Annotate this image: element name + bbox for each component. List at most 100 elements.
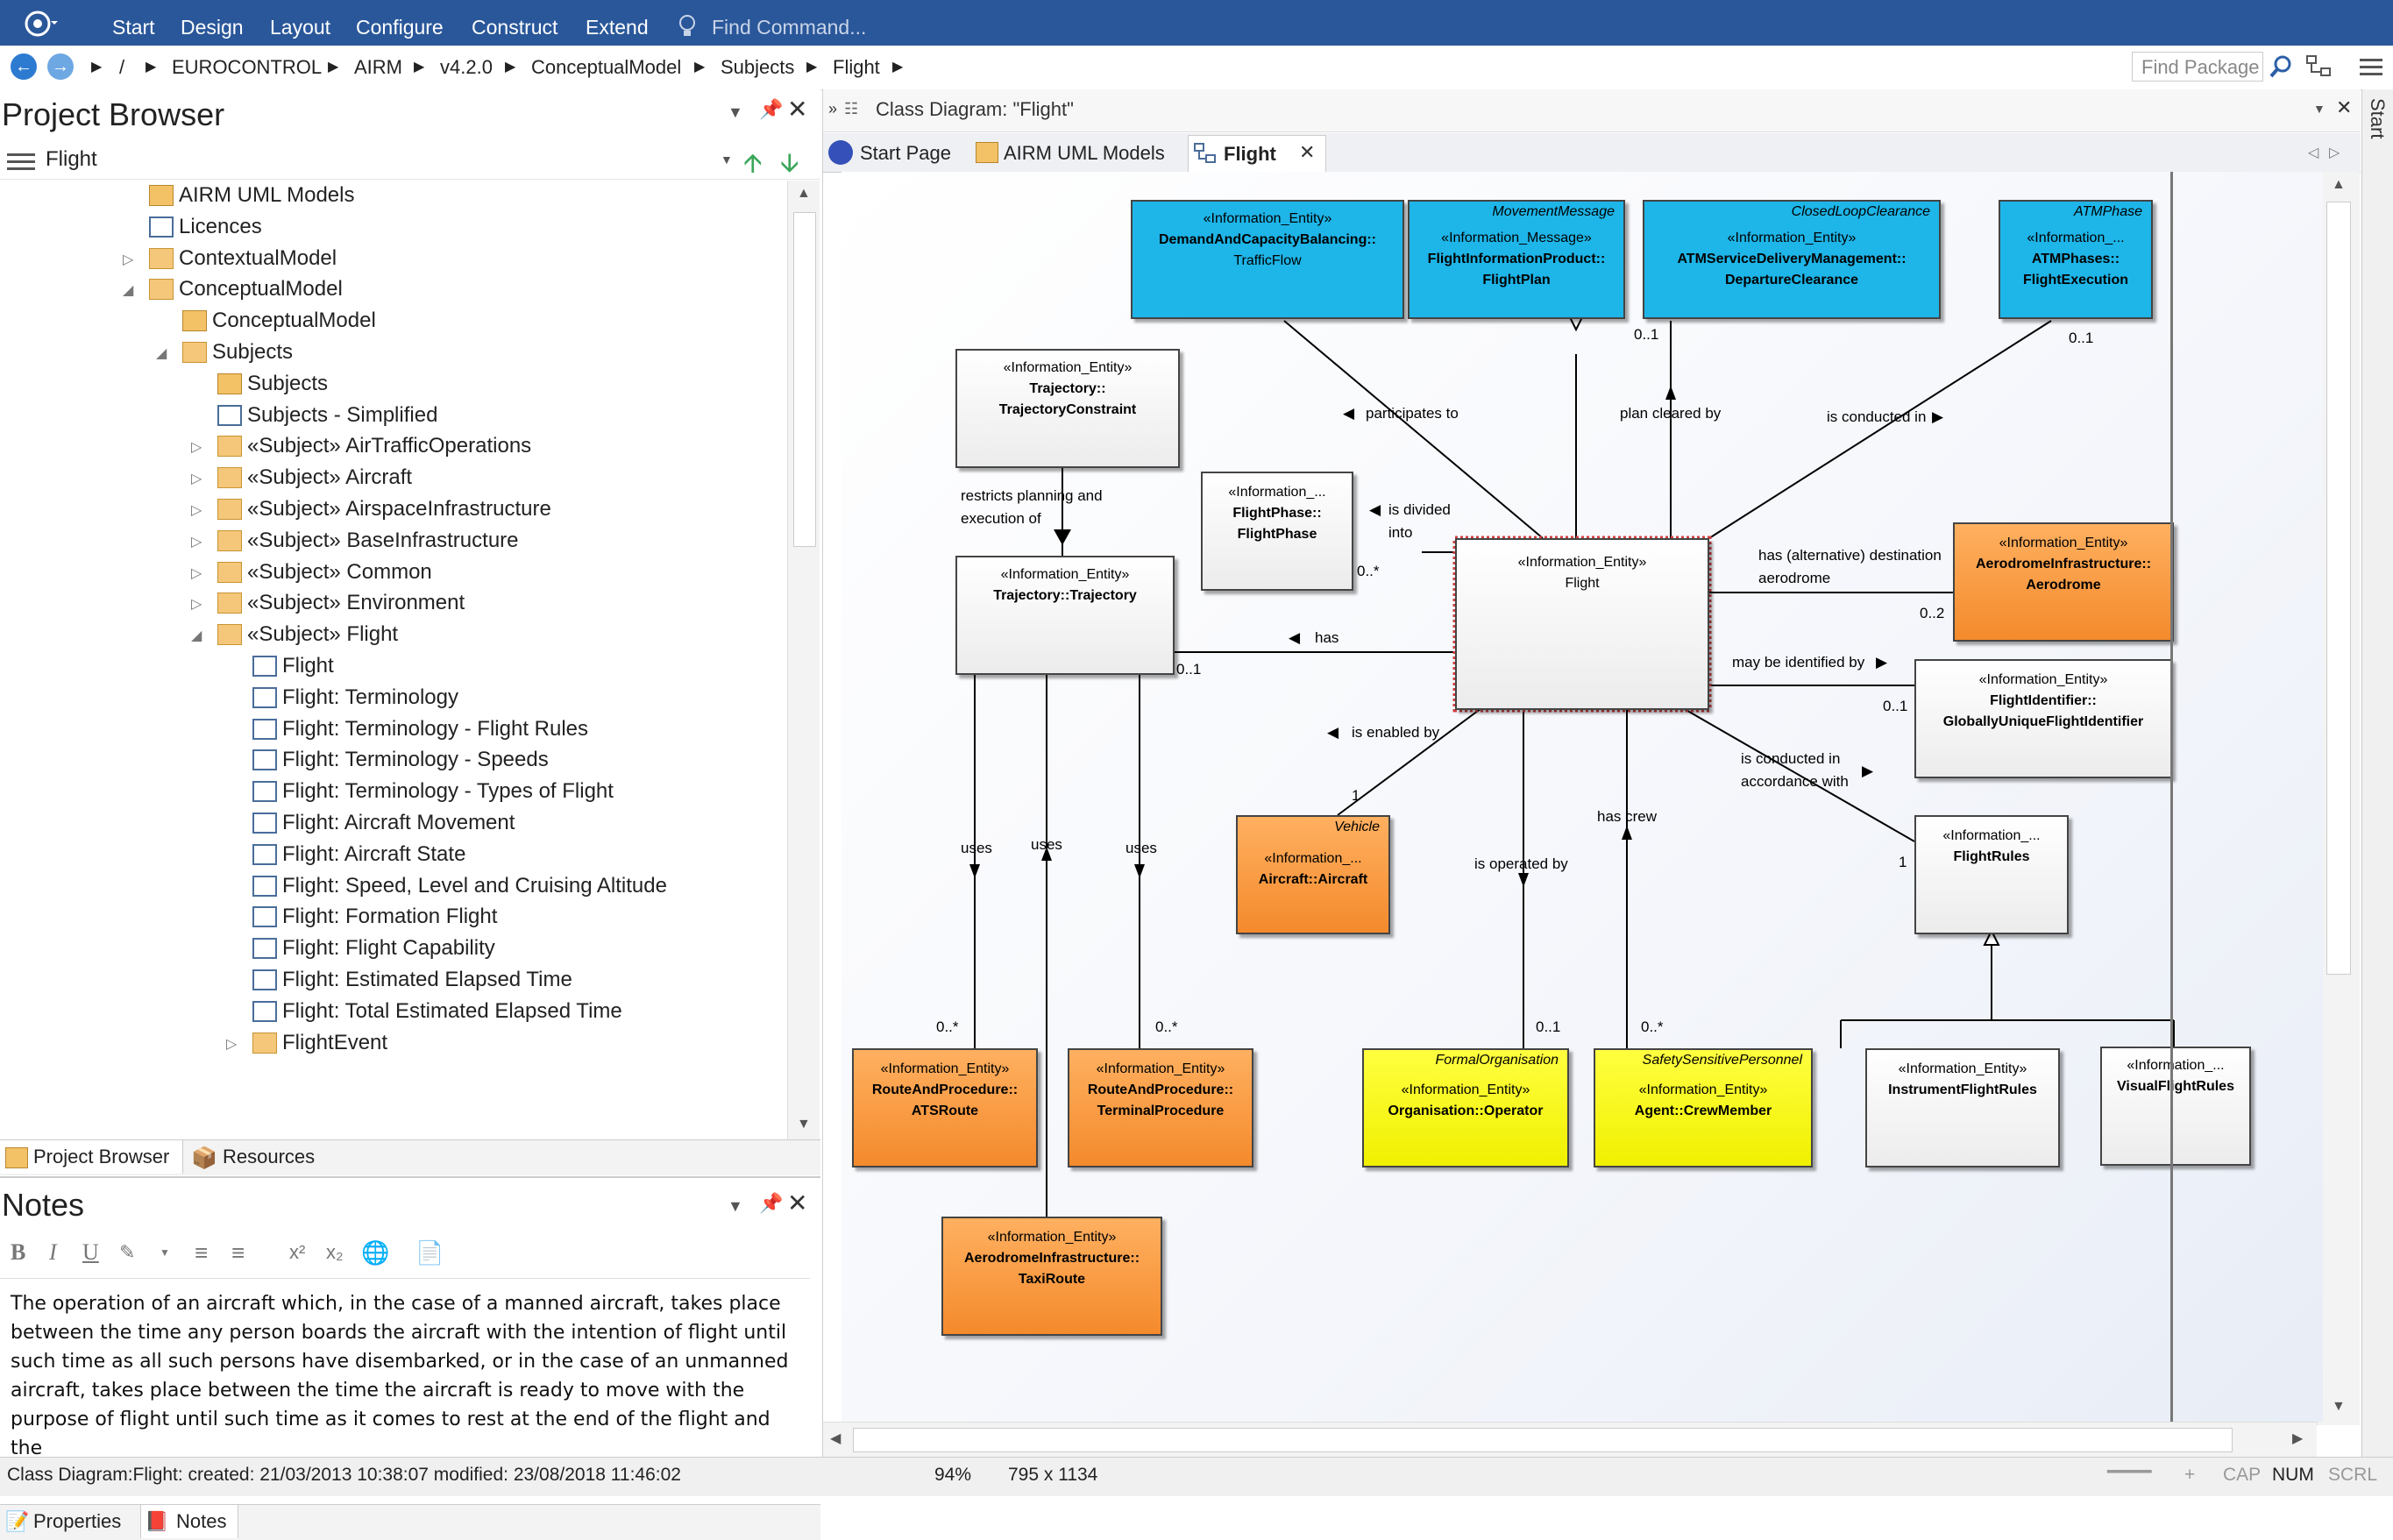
tree-item[interactable]: Flight: Formation Flight <box>282 905 498 929</box>
close-icon[interactable]: ✕ <box>787 1189 808 1217</box>
tree-scroll-thumb[interactable] <box>793 212 816 547</box>
zoom-in-icon[interactable]: + <box>2184 1465 2196 1485</box>
class-taxi-route[interactable]: «Information_Entity» AerodromeInfrastruc… <box>941 1217 1162 1336</box>
subscript-icon[interactable]: x₂ <box>326 1241 344 1263</box>
tree-item[interactable]: «Subject» AirspaceInfrastructure <box>247 497 551 521</box>
double-chevron-icon[interactable]: » <box>828 100 838 117</box>
tab-start-page[interactable]: Start Page <box>827 137 958 170</box>
class-aircraft[interactable]: Vehicle «Information_... Aircraft::Aircr… <box>1236 815 1390 934</box>
tree-item[interactable]: AIRM UML Models <box>179 183 355 207</box>
tree-item[interactable]: ConceptualModel <box>179 277 343 302</box>
tree-item[interactable]: Flight: Speed, Level and Cruising Altitu… <box>282 873 667 898</box>
move-down-icon[interactable]: 🡫 <box>780 149 799 178</box>
tree-item[interactable]: «Subject» Environment <box>247 591 465 615</box>
tree-item[interactable]: Subjects <box>247 371 329 395</box>
class-crew-member[interactable]: SafetySensitivePersonnel «Information_En… <box>1594 1048 1813 1167</box>
diagram-hscroll-thumb[interactable] <box>853 1428 2233 1452</box>
tree-expander-icon[interactable]: ◢ <box>123 283 134 299</box>
pin-icon[interactable]: 📌 <box>759 1192 784 1214</box>
breadcrumb-item-airm[interactable]: AIRM <box>354 56 402 78</box>
tree-expander-icon[interactable]: ▷ <box>191 440 202 456</box>
back-icon[interactable]: ← <box>11 53 37 80</box>
class-trajectory-constraint[interactable]: «Information_Entity» Trajectory:: Trajec… <box>955 349 1180 468</box>
breadcrumb-item-subjects[interactable]: Subjects <box>721 56 795 78</box>
chevron-down-icon[interactable]: ▼ <box>2313 102 2326 116</box>
tree-expander-icon[interactable]: ▷ <box>123 252 134 267</box>
app-logo-icon[interactable] <box>23 9 58 39</box>
class-flight-identifier[interactable]: «Information_Entity» FlightIdentifier:: … <box>1914 659 2172 778</box>
close-icon[interactable]: ✕ <box>787 96 808 123</box>
tree-item[interactable]: «Subject» Flight <box>247 622 399 647</box>
tree-item[interactable]: ContextualModel <box>179 245 337 270</box>
diagram-hscrollbar[interactable]: ◀ ▶ <box>823 1422 2317 1458</box>
tree-expander-icon[interactable]: ▷ <box>191 472 202 487</box>
breadcrumb-item-conceptualmodel[interactable]: ConceptualModel <box>531 56 682 78</box>
diagram-canvas[interactable]: «Information_Entity» DemandAndCapacityBa… <box>841 172 2323 1422</box>
close-icon[interactable]: ✕ <box>1299 141 1316 163</box>
breadcrumb-root[interactable]: / <box>119 56 125 78</box>
class-terminal-procedure[interactable]: «Information_Entity» RouteAndProcedure::… <box>1068 1048 1253 1167</box>
tree-scrollbar[interactable]: ▲ ▼ <box>787 181 820 1141</box>
find-package-input[interactable]: Find Package <box>2132 52 2263 82</box>
tree-item[interactable]: ConceptualModel <box>212 309 376 333</box>
chevron-down-icon[interactable]: ▼ <box>721 153 733 167</box>
tree-expander-icon[interactable]: ▷ <box>191 534 202 550</box>
class-flight-plan[interactable]: MovementMessage «Information_Message» Fl… <box>1408 200 1625 319</box>
superscript-icon[interactable]: x² <box>289 1241 306 1263</box>
tree-item[interactable]: «Subject» Aircraft <box>247 465 413 490</box>
tree-item[interactable]: Flight: Aircraft Movement <box>282 811 515 834</box>
tree-item[interactable]: Flight <box>282 654 334 678</box>
menu-layout[interactable]: Layout <box>270 16 331 39</box>
class-operator[interactable]: FormalOrganisation «Information_Entity» … <box>1362 1048 1569 1167</box>
hamburger-menu-icon[interactable] <box>2358 56 2384 79</box>
tree-item[interactable]: Flight: Terminology - Flight Rules <box>282 716 589 741</box>
menu-configure[interactable]: Configure <box>356 16 444 39</box>
bold-button[interactable]: B <box>11 1239 26 1265</box>
tree-item[interactable]: Flight: Terminology - Types of Flight <box>282 779 614 804</box>
class-ats-route[interactable]: «Information_Entity» RouteAndProcedure::… <box>852 1048 1038 1167</box>
class-flight-phase[interactable]: «Information_... FlightPhase:: FlightPha… <box>1201 472 1353 591</box>
tree-item[interactable]: Licences <box>179 214 262 238</box>
breadcrumb-item-flight[interactable]: Flight <box>833 56 880 78</box>
menu-design[interactable]: Design <box>181 16 244 39</box>
chevron-down-icon[interactable]: ▼ <box>728 1197 743 1215</box>
breadcrumb-item-eurocontrol[interactable]: EUROCONTROL <box>172 56 323 78</box>
tree-item[interactable]: Flight: Total Estimated Elapsed Time <box>282 998 622 1023</box>
underline-button[interactable]: U <box>82 1239 99 1265</box>
move-up-icon[interactable]: 🡩 <box>743 149 763 178</box>
menu-start[interactable]: Start <box>112 16 155 39</box>
tree-item[interactable]: Flight: Terminology - Speeds <box>282 748 549 772</box>
chevron-down-icon[interactable]: ▼ <box>160 1246 170 1259</box>
side-tab-start[interactable]: Start <box>2367 98 2389 139</box>
menu-extend[interactable]: Extend <box>586 16 649 39</box>
browser-filter-label[interactable]: Flight <box>46 147 97 171</box>
tab-notes[interactable]: 📕 Notes <box>140 1505 238 1538</box>
tree-item[interactable]: «Subject» AirTrafficOperations <box>247 434 532 458</box>
italic-button[interactable]: I <box>49 1239 57 1265</box>
tab-airm-uml-models[interactable]: AIRM UML Models <box>974 137 1193 170</box>
tree-item[interactable]: Flight: Terminology <box>282 685 458 709</box>
search-icon[interactable] <box>2269 54 2293 79</box>
tree-expander-icon[interactable]: ◢ <box>156 346 167 361</box>
pin-icon[interactable]: 📌 <box>759 98 784 120</box>
hyperlink-icon[interactable]: 🌐 <box>361 1239 390 1266</box>
class-instrument-flight-rules[interactable]: «Information_Entity» InstrumentFlightRul… <box>1865 1048 2060 1167</box>
tree-item[interactable]: Flight: Estimated Elapsed Time <box>282 968 572 991</box>
tree-expander-icon[interactable]: ▷ <box>191 565 202 581</box>
class-flight-execution[interactable]: ATMPhase «Information_... ATMPhases:: Fl… <box>1999 200 2153 319</box>
class-departure-clearance[interactable]: ClosedLoopClearance «Information_Entity»… <box>1643 200 1941 319</box>
document-icon[interactable]: 📄 <box>415 1239 444 1266</box>
chevron-down-icon[interactable]: ▼ <box>728 103 743 121</box>
zoom-slider[interactable]: ━━━━ <box>2107 1462 2152 1482</box>
menu-construct[interactable]: Construct <box>472 16 558 39</box>
tree-item[interactable]: Flight: Aircraft State <box>282 841 466 866</box>
class-aerodrome[interactable]: «Information_Entity» AerodromeInfrastruc… <box>1953 522 2174 642</box>
tree-item[interactable]: «Subject» BaseInfrastructure <box>247 528 519 552</box>
close-icon[interactable]: ✕ <box>2336 96 2353 118</box>
chevron-right-icon[interactable]: ▷ <box>2329 145 2340 160</box>
class-traffic-flow[interactable]: «Information_Entity» DemandAndCapacityBa… <box>1131 200 1404 319</box>
class-flight[interactable]: «Information_Entity» Flight <box>1455 538 1709 710</box>
breadcrumb-item-version[interactable]: v4.2.0 <box>440 56 493 78</box>
diagram-vscroll-thumb[interactable] <box>2326 202 2351 975</box>
tab-project-browser[interactable]: Project Browser <box>0 1140 183 1174</box>
